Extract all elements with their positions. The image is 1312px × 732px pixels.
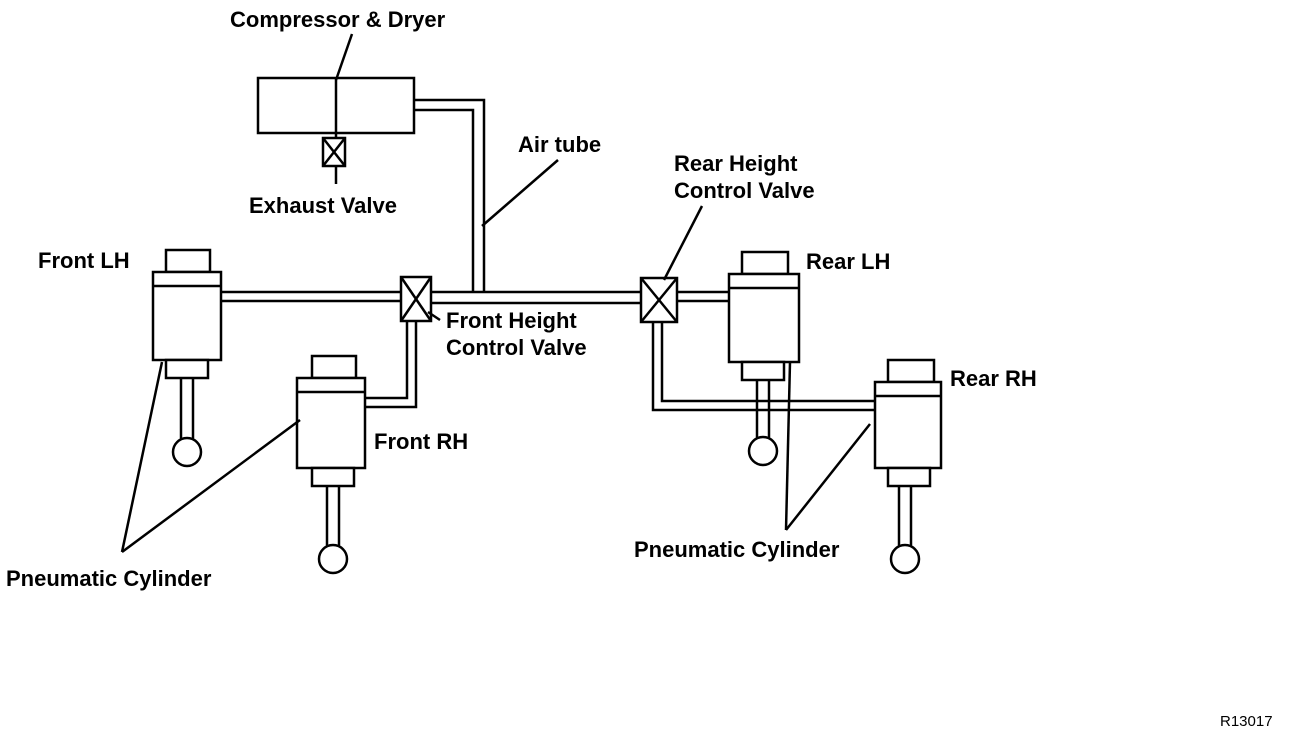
exhaust-valve-label: Exhaust Valve xyxy=(249,193,397,218)
front-lh-label: Front LH xyxy=(38,248,130,273)
air-tube-label: Air tube xyxy=(518,132,601,157)
exhaust-valve xyxy=(321,136,347,184)
front-rh-label: Front RH xyxy=(374,429,468,454)
front-height-control-valve xyxy=(399,275,433,323)
rear-hcv-label-line2: Control Valve xyxy=(674,178,815,203)
pneumatic-cylinder-right-label: Pneumatic Cylinder xyxy=(634,537,840,562)
compressor-label: Compressor & Dryer xyxy=(230,7,446,32)
leader-lines xyxy=(120,33,871,554)
front-hcv-label-line1: Front Height xyxy=(446,308,577,333)
rear-hcv-label-line1: Rear Height xyxy=(674,151,798,176)
cylinder-rear-rh xyxy=(873,358,943,575)
front-hcv-label-line2: Control Valve xyxy=(446,335,587,360)
figure-code: R13017 xyxy=(1220,713,1273,730)
rear-lh-label: Rear LH xyxy=(806,249,890,274)
rear-height-control-valve xyxy=(639,276,679,324)
cylinder-front-rh xyxy=(295,354,367,575)
cylinder-front-lh xyxy=(151,248,223,468)
pneumatic-cylinder-left-label: Pneumatic Cylinder xyxy=(6,566,212,591)
rear-rh-label: Rear RH xyxy=(950,366,1037,391)
cylinder-rear-lh xyxy=(727,250,801,467)
compressor-dryer xyxy=(256,76,416,138)
air-tube-lines xyxy=(221,98,875,412)
